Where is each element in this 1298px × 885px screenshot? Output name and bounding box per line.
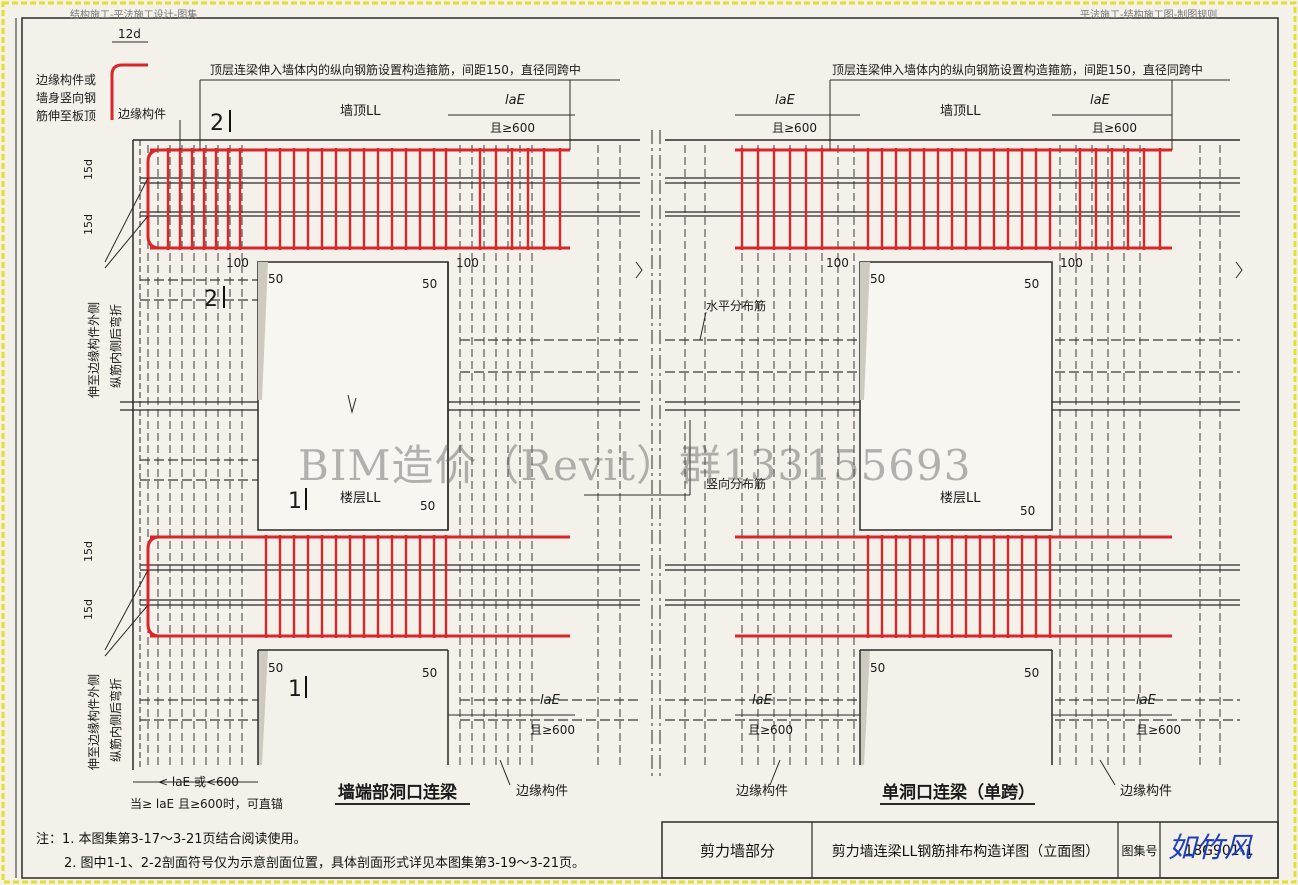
ge600-bottom-right-b: 且≥600 <box>1136 723 1181 737</box>
edge-member-bottom-right: 边缘构件 <box>1120 784 1172 799</box>
caption-left: 墙端部洞口连梁 <box>338 782 458 803</box>
dim-50-r4: 50 <box>870 661 885 675</box>
note-1: 注：1. 本图集第3-17～3-21页结合阅读使用。 <box>36 832 307 847</box>
straight-anchor-label: 当≥ laE 且≥600时，可直锚 <box>130 796 283 811</box>
dim-15d-3: 15d <box>82 541 95 562</box>
dim-100-r1: 100 <box>826 256 849 270</box>
floor-ll-right: 楼层LL <box>940 491 981 506</box>
lt-lae-label: < laE 或<600 <box>158 775 239 789</box>
right-opening-top <box>859 261 1053 531</box>
side-bend-bottom-2: 纵筋内侧后弯折 <box>108 678 123 762</box>
edge-note-line-3: 筋伸至板顶 <box>36 108 96 123</box>
edge-member-bottom-left: 边缘构件 <box>516 784 568 799</box>
dim-50-r1: 50 <box>870 272 885 286</box>
floor-ll-left: 楼层LL <box>340 491 381 506</box>
dim-50-l5: 50 <box>422 666 437 680</box>
title-block-page: 18G901-1 <box>1184 842 1254 859</box>
dim-15d-2: 15d <box>82 214 95 235</box>
header-left: 结构施工-平法施工设计-图集 <box>70 10 198 21</box>
top-note-right: 顶层连梁伸入墙体内的纵向钢筋设置构造箍筋，间距150，直径同跨中 <box>832 62 1203 77</box>
lae-bottom-left: laE <box>540 693 561 708</box>
dim-15d-4: 15d <box>82 599 95 620</box>
right-elevation <box>584 79 1243 786</box>
ge600-bottom-left: 且≥600 <box>530 723 575 737</box>
left-opening-top <box>257 261 449 531</box>
caption-right: 单洞口连梁（单跨） <box>882 782 1035 803</box>
dim-100-r2: 100 <box>1060 256 1083 270</box>
side-bend-bottom-1: 伸至边缘构件外侧 <box>86 674 101 770</box>
dim-12d: 12d <box>118 27 141 41</box>
section-2-mid: 2 <box>204 287 218 312</box>
wall-top-ll-right: 墙顶LL <box>940 104 981 119</box>
section-1-mid: 1 <box>288 489 302 514</box>
dim-15d-1: 15d <box>82 159 95 180</box>
ge600-bottom-right-a: 且≥600 <box>748 723 793 737</box>
edge-note-line-1: 边缘构件或 <box>36 72 96 87</box>
dim-50-r3: 50 <box>1020 504 1035 518</box>
dim-50-l4: 50 <box>268 661 283 675</box>
section-2-top: 2 <box>210 111 224 136</box>
ge600-top-left: 且≥600 <box>490 121 535 135</box>
dim-50-l2: 50 <box>422 277 437 291</box>
lae-top-left: laE <box>505 93 526 108</box>
ge600-top-right-a: 且≥600 <box>772 121 817 135</box>
side-bend-top-2: 纵筋内侧后弯折 <box>108 304 123 388</box>
lae-top-right-b: laE <box>1090 93 1111 108</box>
side-bend-top-1: 伸至边缘构件外侧 <box>86 302 101 398</box>
signature-text: 如竹风 <box>1168 831 1253 864</box>
dim-50-l3: 50 <box>420 499 435 513</box>
horiz-rebar-label: 水平分布筋 <box>706 298 766 313</box>
drawing-border <box>21 17 1279 879</box>
note-2: 2. 图中1-1、2-2剖面符号仅为示意剖面位置，具体剖面形式详见本图集第3-1… <box>64 856 586 871</box>
watermark-text: BIM造价（Revit）群133155693 <box>298 441 972 490</box>
dim-50-r2: 50 <box>1024 277 1039 291</box>
title-block-category: 剪力墙部分 <box>699 842 775 860</box>
wall-top-ll-left: 墙顶LL <box>340 104 381 119</box>
lae-top-right-a: laE <box>775 93 796 108</box>
edge-note-line-2: 墙身竖向钢 <box>36 90 96 105</box>
dim-50-r5: 50 <box>1024 666 1039 680</box>
lae-bottom-right-b: laE <box>1136 693 1157 708</box>
title-block-frame <box>661 821 1279 879</box>
header-right: 平法施工-结构施工图-制图规则 <box>1080 10 1218 21</box>
section-1-bottom: 1 <box>288 677 302 702</box>
vert-rebar-label: 竖向分布筋 <box>706 476 766 491</box>
lae-bottom-right-a: laE <box>752 693 773 708</box>
dim-100-l2: 100 <box>456 256 479 270</box>
left-elevation <box>104 41 643 786</box>
ge600-top-right-b: 且≥600 <box>1092 121 1137 135</box>
dim-50-l1: 50 <box>268 272 283 286</box>
edge-member-top-label: 边缘构件 <box>118 106 166 121</box>
dim-100-l1: 100 <box>226 256 249 270</box>
edge-member-bottom-mid: 边缘构件 <box>736 784 788 799</box>
title-block-title: 剪力墙连梁LL钢筋排布构造详图（立面图） <box>831 843 1100 860</box>
title-block-fig-label: 图集号 <box>1121 844 1158 858</box>
top-note-left: 顶层连梁伸入墙体内的纵向钢筋设置构造箍筋，间距150，直径同跨中 <box>210 62 581 77</box>
